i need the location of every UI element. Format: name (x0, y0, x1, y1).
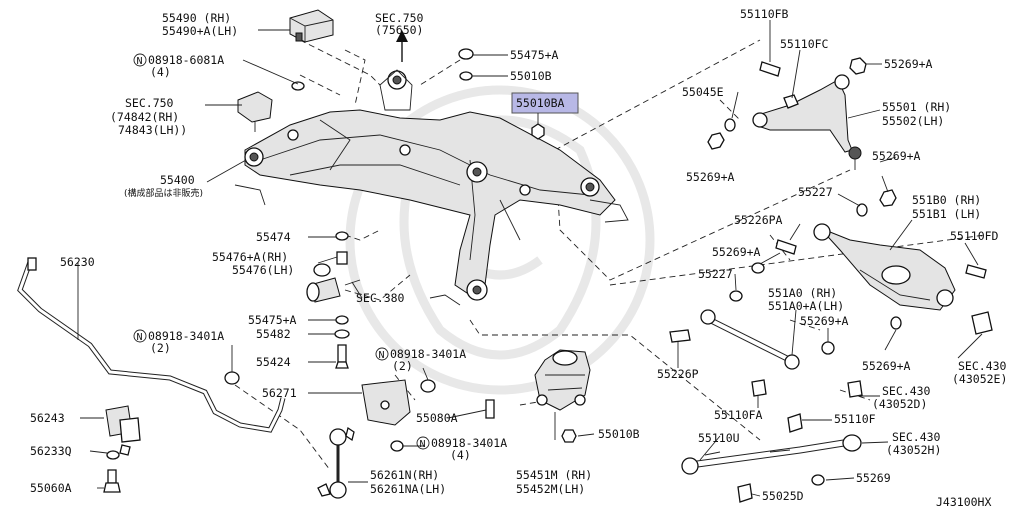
lower-link-55110u (681, 413, 862, 503)
label-55110fb: 55110FB (740, 7, 789, 21)
label-sec380: SEC.380 (356, 291, 405, 305)
label-55110fa: 55110FA (714, 408, 763, 422)
lower-arm-551b0 (813, 223, 956, 311)
label-55110fd: 55110FD (950, 229, 999, 243)
stabilizer-bushing-56243 (103, 405, 141, 493)
label-sec430-2-sub: (43052D) (872, 397, 927, 411)
label-sec750-top: SEC.750 (375, 11, 424, 25)
label-56271: 56271 (262, 386, 297, 400)
label-55080a: 55080A (416, 411, 458, 425)
label-55010ba: 55010BA (516, 96, 565, 110)
label-sec750-left-1: (74842(RH) (110, 110, 179, 124)
label-55227-2: 55227 (698, 267, 733, 281)
label-55269a-5: 55269+A (800, 314, 849, 328)
label-55269a-3: 55269+A (686, 170, 735, 184)
bracket-55490 (289, 9, 334, 43)
label-55475a-top: 55475+A (510, 48, 559, 62)
label-sec430-3: SEC.430 (892, 430, 941, 444)
label-55476a: 55476+A(RH) (212, 250, 288, 264)
label-55226p: 55226P (657, 367, 699, 381)
label-08918-3401a-bot-qty: (4) (450, 448, 471, 462)
stabilizer-link-56261n (317, 426, 355, 499)
bracket-56271 (361, 379, 411, 426)
label-08918-3401a-left: 08918-3401A (148, 329, 224, 343)
label-55424: 55424 (256, 355, 291, 369)
label-08918-6081a: 08918-6081A (148, 53, 224, 67)
label-55400: 55400 (160, 173, 195, 187)
label-55227-1: 55227 (798, 185, 833, 199)
label-55474: 55474 (256, 230, 291, 244)
sec750-arrow (396, 30, 408, 62)
label-55269a-1: 55269+A (884, 57, 933, 71)
label-56230: 56230 (60, 255, 95, 269)
label-55475a: 55475+A (248, 313, 297, 327)
label-08918-3401a-mid-qty: (2) (392, 359, 413, 373)
label-sec750-left: SEC.750 (125, 96, 174, 110)
label-sec750-left-2: 74843(LH)) (118, 123, 187, 137)
diagram-code: J43100HX (936, 495, 991, 509)
label-55110fc: 55110FC (780, 37, 829, 51)
part-labels: 55490 (RH) 55490+A(LH) SEC.750 (75650) 0… (30, 7, 1007, 509)
label-sec430-3-sub: (43052H) (886, 443, 941, 457)
upper-arm-55501 (752, 74, 862, 170)
label-sec430-2: SEC.430 (882, 384, 931, 398)
label-56233q: 56233Q (30, 444, 72, 458)
toe-link-551a0 (669, 309, 863, 398)
label-551b1: 551B1 (LH) (912, 207, 981, 221)
label-55490a: 55490+A(LH) (162, 24, 238, 38)
label-56261n: 56261N(RH) (370, 468, 439, 482)
label-55269a-2: 55269+A (872, 149, 921, 163)
label-55045e: 55045E (682, 85, 724, 99)
label-sec750-top-sub: (75650) (375, 23, 423, 37)
label-sec430-1-sub: (43052E) (952, 372, 1007, 386)
solid-leader-lines (77, 20, 983, 497)
label-55451m: 55451M (RH) (516, 468, 592, 482)
label-55476: 55476(LH) (232, 263, 294, 277)
label-08918-3401a-bot: 08918-3401A (431, 436, 507, 450)
circle-n-2: N (137, 332, 143, 343)
label-08918-3401a-left-qty: (2) (150, 341, 171, 355)
label-56261na: 56261NA(LH) (370, 482, 446, 496)
label-55269a-4: 55269+A (712, 245, 761, 259)
label-55010b-top: 55010B (510, 69, 552, 83)
circle-n-1: N (137, 56, 143, 67)
label-551a0a: 551A0+A(LH) (768, 299, 844, 313)
label-551b0: 551B0 (RH) (912, 193, 981, 207)
rear-subframe-55400 (234, 69, 629, 306)
label-55490: 55490 (RH) (162, 11, 231, 25)
stabilizer-bar-56230 (17, 257, 286, 433)
highlight-box-55010ba (511, 92, 579, 114)
label-55482: 55482 (256, 327, 291, 341)
label-55010b-bot: 55010B (598, 427, 640, 441)
bracket-55451m (534, 349, 591, 411)
bolts-middle-right (729, 239, 993, 355)
circled-n-symbols: N N N N (133, 53, 430, 450)
bolts-upper-right (707, 57, 897, 217)
small-hardware (224, 48, 577, 452)
label-55501: 55501 (RH) (882, 100, 951, 114)
label-56243: 56243 (30, 411, 65, 425)
circle-n-3: N (379, 350, 385, 361)
label-08918-3401a-mid: 08918-3401A (390, 347, 466, 361)
circle-n-4: N (420, 439, 426, 450)
label-551a0: 551A0 (RH) (768, 286, 837, 300)
label-55452m: 55452M(LH) (516, 482, 585, 496)
label-55502: 55502(LH) (882, 114, 944, 128)
bracket-sec750-left (237, 91, 273, 132)
label-55110f: 55110F (834, 412, 876, 426)
label-55269a-6: 55269+A (862, 359, 911, 373)
label-55269: 55269 (856, 471, 891, 485)
label-08918-6081a-qty: (4) (150, 65, 171, 79)
label-sec430-1: SEC.430 (958, 359, 1007, 373)
label-55060a: 55060A (30, 481, 72, 495)
label-55110u: 55110U (698, 431, 740, 445)
label-55400-note: (構成部品は非販売) (124, 187, 203, 199)
label-55226pa: 55226PA (734, 213, 783, 227)
label-55025d: 55025D (762, 489, 804, 503)
